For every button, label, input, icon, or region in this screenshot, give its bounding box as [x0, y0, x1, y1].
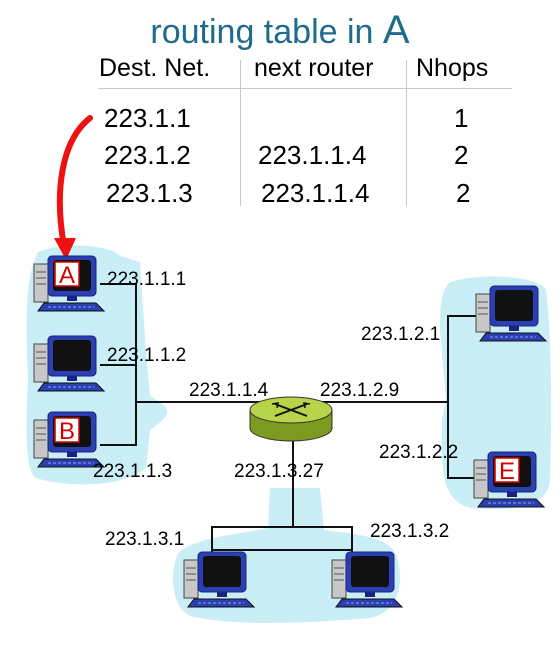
- row1-dest: 223.1.1: [104, 103, 191, 133]
- address-router-right: 223.1.2.9: [320, 380, 400, 401]
- routing-table-title: routing table in A: [0, 8, 560, 53]
- subnet-2-links: [320, 315, 476, 479]
- host-a-label: A: [59, 262, 75, 289]
- address-host-b: 223.1.1.3: [93, 461, 173, 482]
- address-bottom-right-host: 223.1.3.2: [370, 521, 450, 542]
- row2-next: 223.1.1.4: [258, 140, 367, 170]
- row2-hops: 2: [454, 140, 469, 170]
- address-host-a: 223.1.1.1: [107, 269, 187, 290]
- row3-dest: 223.1.3: [106, 178, 193, 208]
- host-right-top-computer-icon[interactable]: [475, 285, 547, 342]
- header-next-router: next router: [254, 54, 374, 82]
- host-e-computer-icon[interactable]: E: [473, 451, 545, 508]
- host-bottom-right-computer-icon[interactable]: [331, 551, 403, 608]
- row1-hops: 1: [454, 103, 469, 133]
- host-bottom-left-computer-icon[interactable]: [183, 551, 255, 608]
- title-router-name: A: [382, 8, 410, 52]
- row3-next: 223.1.1.4: [261, 178, 370, 208]
- address-router-left: 223.1.1.4: [189, 380, 269, 401]
- table-header-rule: [98, 88, 512, 89]
- arrow-head-icon: [54, 238, 76, 260]
- router-icon[interactable]: [249, 396, 333, 442]
- title-prefix: routing table in: [150, 13, 383, 51]
- arrow-to-host-a: [56, 115, 93, 249]
- table-column-divider-2: [406, 60, 407, 206]
- table-column-divider-1: [240, 60, 241, 206]
- address-right-top-host: 223.1.2.1: [361, 324, 441, 345]
- host-e-label: E: [499, 458, 515, 485]
- row2-dest: 223.1.2: [104, 140, 191, 170]
- address-host-2: 223.1.1.2: [107, 345, 187, 366]
- host-a-computer-icon[interactable]: A: [33, 255, 105, 312]
- header-nhops: Nhops: [416, 54, 489, 82]
- header-dest-net: Dest. Net.: [99, 54, 211, 82]
- host-b-computer-icon[interactable]: B: [33, 411, 105, 468]
- address-bottom-left-host: 223.1.3.1: [105, 529, 185, 550]
- address-host-e: 223.1.2.2: [379, 442, 459, 463]
- host-2-computer-icon[interactable]: [33, 335, 105, 392]
- row3-hops: 2: [456, 178, 471, 208]
- host-b-label: B: [59, 418, 75, 445]
- subnet-1-links: [100, 283, 262, 446]
- address-router-bottom: 223.1.3.27: [234, 461, 324, 482]
